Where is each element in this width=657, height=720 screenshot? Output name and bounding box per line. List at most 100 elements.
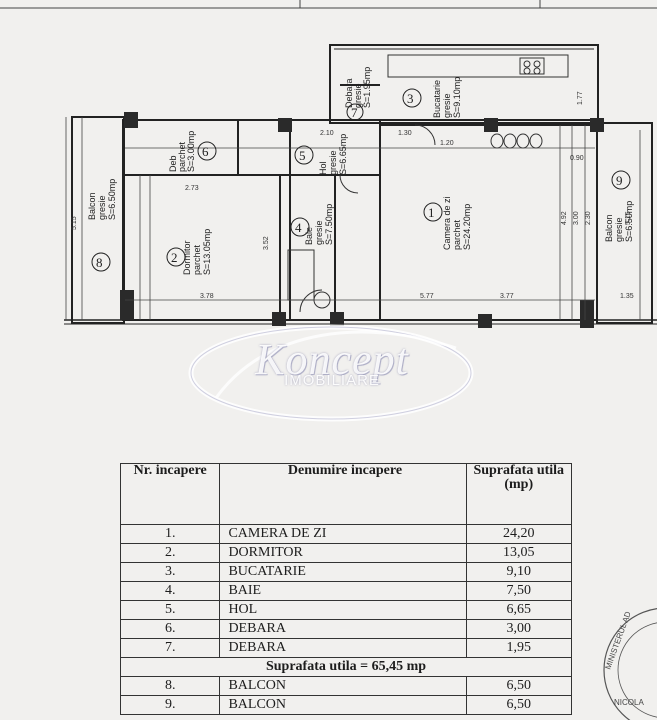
dim-mid: 3.52 bbox=[263, 236, 270, 250]
room-label-6-name: Deb bbox=[168, 155, 178, 172]
dim-right-a: 4.92 bbox=[561, 211, 568, 225]
room-label-9-floor: gresie bbox=[614, 217, 624, 242]
table-row: 7. DEBARA 1,95 bbox=[119, 638, 573, 658]
table-row: 5. HOL 6,65 bbox=[119, 600, 573, 620]
room-label-4-name: Baie bbox=[304, 227, 314, 245]
room-label-5-area: S=6.65mp bbox=[338, 134, 348, 175]
official-stamp: MINISTERUL AD NICOLA bbox=[603, 608, 657, 720]
row-nr: 8. bbox=[119, 676, 221, 696]
room-label-6-area: S=3.00mp bbox=[186, 131, 196, 172]
dim-right-b: 3.00 bbox=[573, 211, 580, 225]
table-row: 6. DEBARA 3,00 bbox=[119, 619, 573, 639]
room-num-6: 6 bbox=[202, 144, 209, 159]
row-name: DEBARA bbox=[219, 638, 467, 658]
room-label-5-name: Hol bbox=[318, 161, 328, 175]
row-area: 6,65 bbox=[465, 600, 573, 620]
dim-kit2: 1.30 bbox=[398, 130, 412, 137]
row-name: DEBARA bbox=[219, 619, 467, 639]
room-num-5: 5 bbox=[299, 148, 306, 163]
dim-right-c: 2.30 bbox=[585, 211, 592, 225]
row-area: 1,95 bbox=[465, 638, 573, 658]
rooms-table: Nr. incapere Denumire incapere Suprafata… bbox=[119, 463, 573, 715]
room-num-1: 1 bbox=[428, 205, 435, 220]
header-name: Denumire incapere bbox=[219, 463, 467, 525]
row-name: BUCATARIE bbox=[219, 562, 467, 582]
table-row: 9. BALCON 6,50 bbox=[119, 695, 573, 715]
room-num-2: 2 bbox=[171, 250, 178, 265]
table-row: 4. BAIE 7,50 bbox=[119, 581, 573, 601]
room-label-3-area: S=9.10mp bbox=[452, 77, 462, 118]
row-area: 24,20 bbox=[465, 524, 573, 544]
total-usable-area: Suprafata utila = 65,45 mp bbox=[120, 657, 572, 677]
row-area: 7,50 bbox=[465, 581, 573, 601]
room-label-1-floor: parchet bbox=[452, 219, 462, 250]
row-area: 13,05 bbox=[465, 543, 573, 563]
room-label-9-name: Balcon bbox=[604, 214, 614, 242]
row-name: DORMITOR bbox=[219, 543, 467, 563]
dim-hol: 2.10 bbox=[320, 130, 334, 137]
row-nr: 3. bbox=[119, 562, 221, 582]
room-label-3-name: Bucatarie bbox=[432, 80, 442, 118]
watermark-subtitle: IMOBILIARE bbox=[284, 372, 380, 389]
row-name: BALCON bbox=[219, 695, 467, 715]
dim-177: 1.77 bbox=[577, 91, 584, 105]
room-num-4: 4 bbox=[295, 220, 302, 235]
room-label-3-floor: gresie bbox=[442, 93, 452, 118]
watermark-title: Koncept bbox=[255, 335, 409, 384]
room-label-8-name: Balcon bbox=[87, 192, 97, 220]
table-row: 1. CAMERA DE ZI 24,20 bbox=[119, 524, 573, 544]
room-num-7: 7 bbox=[351, 105, 358, 120]
row-nr: 4. bbox=[119, 581, 221, 601]
dim-bottom-a: 5.77 bbox=[420, 293, 434, 300]
table-row: 2. DORMITOR 13,05 bbox=[119, 543, 573, 563]
row-area: 6,50 bbox=[465, 695, 573, 715]
row-area: 9,10 bbox=[465, 562, 573, 582]
room-label-4-floor: gresie bbox=[314, 220, 324, 245]
dim-dorm: 2.73 bbox=[185, 185, 199, 192]
row-nr: 2. bbox=[119, 543, 221, 563]
floor-plan-drawing: 5.15 4.92 3.00 2.30 5.77 3.77 3.78 3.52 … bbox=[0, 0, 657, 328]
row-name: BAIE bbox=[219, 581, 467, 601]
room-label-8-floor: gresie bbox=[97, 195, 107, 220]
room-label-1-name: Camera de zi bbox=[442, 196, 452, 250]
watermark-logo bbox=[188, 324, 474, 422]
dim-bottom-b: 3.77 bbox=[500, 293, 514, 300]
room-label-4-area: S=7.50mp bbox=[324, 204, 334, 245]
row-nr: 7. bbox=[119, 638, 221, 658]
room-label-2-floor: parchet bbox=[192, 244, 202, 275]
dim-left: 5.15 bbox=[71, 216, 78, 230]
room-label-7-floor: gresie bbox=[353, 83, 363, 108]
dim-kit: 1.20 bbox=[440, 140, 454, 147]
room-label-6-floor: parchet bbox=[177, 141, 187, 172]
row-name: BALCON bbox=[219, 676, 467, 696]
header-area: Suprafata utila (mp) bbox=[465, 463, 573, 525]
dim-balc: 1.35 bbox=[620, 293, 634, 300]
dim-090: 0.90 bbox=[570, 155, 584, 162]
row-area: 6,50 bbox=[465, 676, 573, 696]
table-row: 8. BALCON 6,50 bbox=[119, 676, 573, 696]
row-nr: 5. bbox=[119, 600, 221, 620]
room-label-2-name: Dormitor bbox=[182, 240, 192, 275]
row-name: HOL bbox=[219, 600, 467, 620]
row-name: CAMERA DE ZI bbox=[219, 524, 467, 544]
room-num-3: 3 bbox=[407, 91, 414, 106]
room-label-7-name: Debara bbox=[344, 78, 354, 108]
row-nr: 9. bbox=[119, 695, 221, 715]
room-label-1-area: S=24.20mp bbox=[462, 204, 472, 250]
room-label-7-area: S=1.95mp bbox=[362, 67, 372, 108]
room-label-5-floor: gresie bbox=[328, 150, 338, 175]
dim-balc-r: 5.15 bbox=[625, 211, 632, 225]
table-total-row: Suprafata utila = 65,45 mp bbox=[120, 657, 572, 677]
room-label-9-area: S=6.50mp bbox=[624, 201, 634, 242]
header-nr: Nr. incapere bbox=[119, 463, 221, 525]
table-header-row: Nr. incapere Denumire incapere Suprafata… bbox=[119, 463, 573, 525]
room-label-2-area: S=13.05mp bbox=[202, 229, 212, 275]
room-num-9: 9 bbox=[616, 173, 623, 188]
row-area: 3,00 bbox=[465, 619, 573, 639]
dim-bottom-c: 3.78 bbox=[200, 293, 214, 300]
table-row: 3. BUCATARIE 9,10 bbox=[119, 562, 573, 582]
stamp-line-2: NICOLA bbox=[614, 698, 644, 707]
room-label-8-area: S=6.50mp bbox=[107, 179, 117, 220]
row-nr: 6. bbox=[119, 619, 221, 639]
